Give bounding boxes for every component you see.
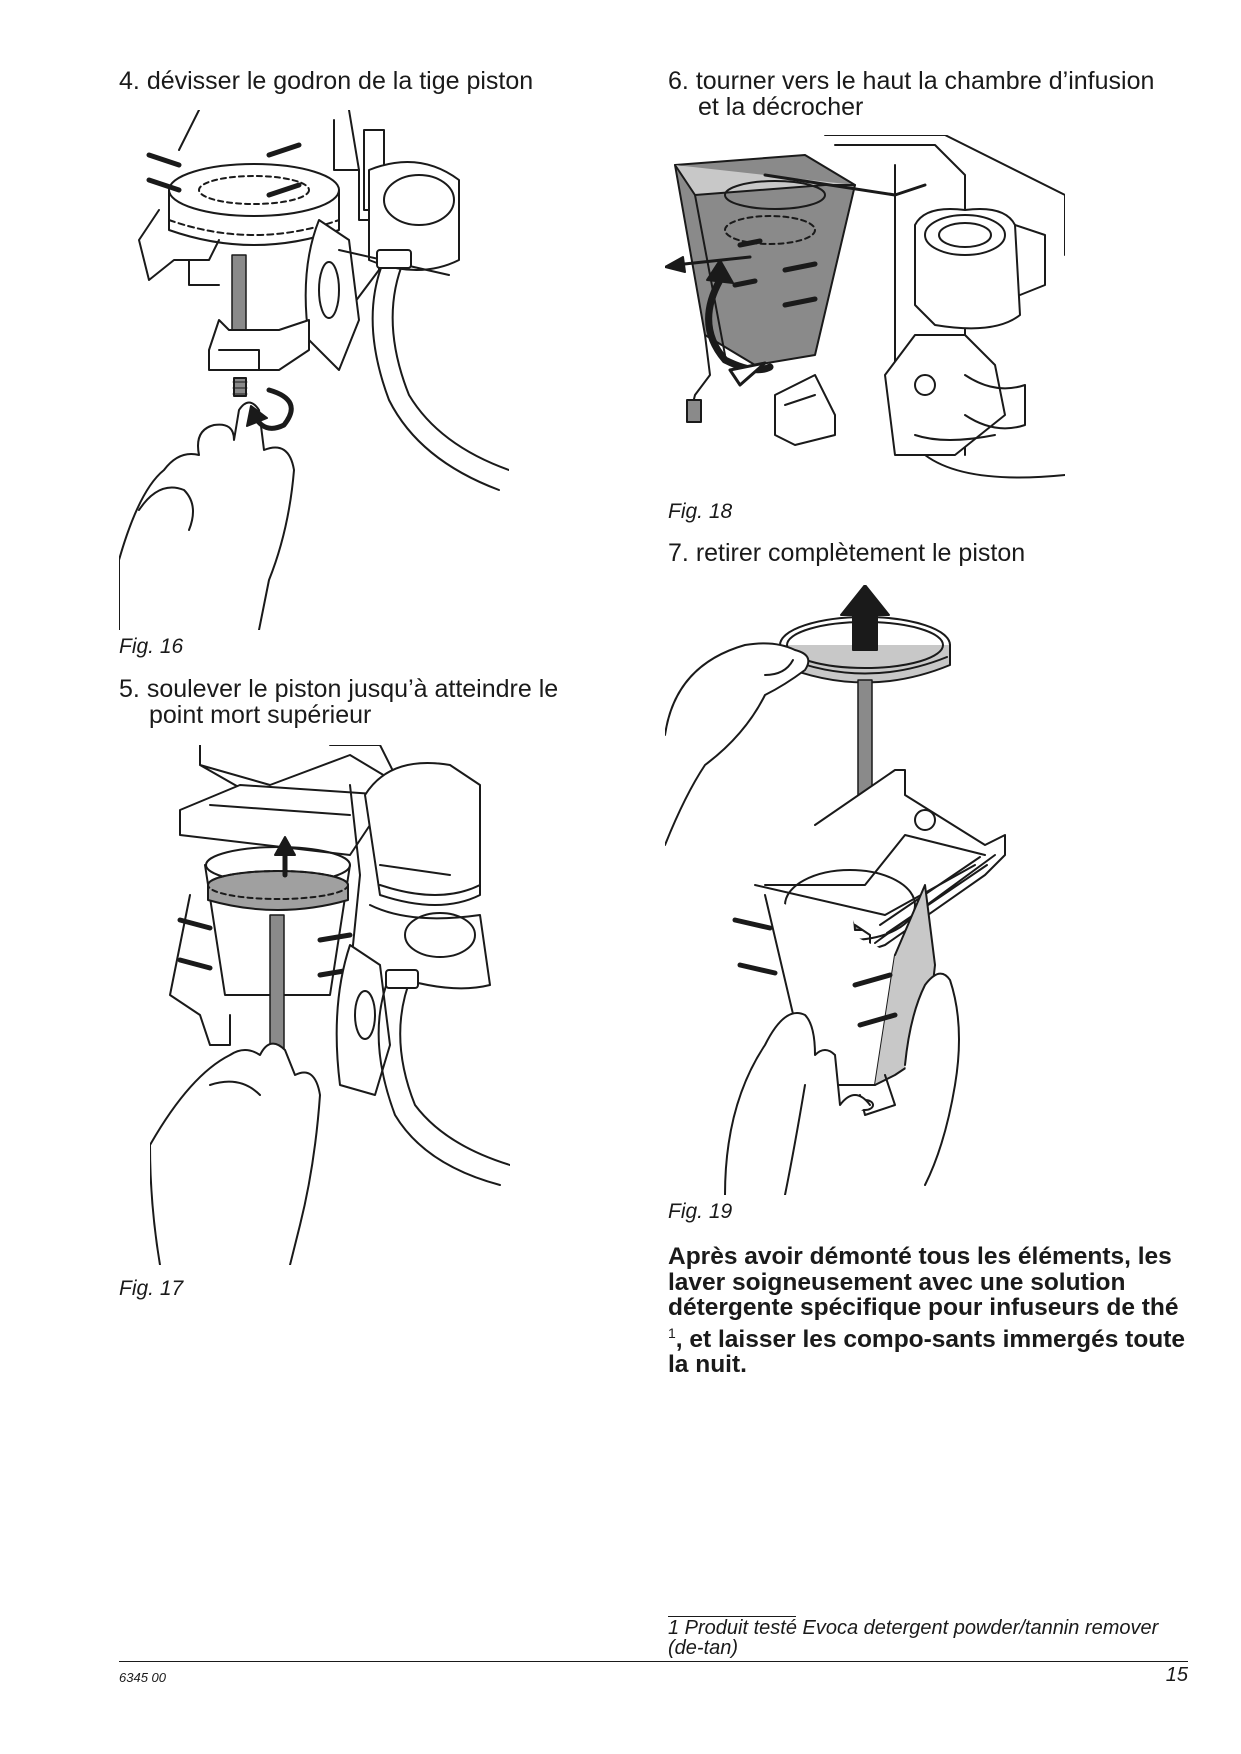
step-4-heading: 4. dévisser le godron de la tige piston [119,68,533,94]
step-7-number: 7. [668,539,689,567]
figure-18-caption: Fig. 18 [668,500,733,523]
document-code: 6345 00 [119,1670,166,1685]
footnote-reference[interactable]: 1 [668,1324,676,1341]
step-6-text-line2: et la décrocher [698,93,864,121]
footnote: 1 Produit testé Evoca detergent powder/t… [668,1617,1159,1659]
step-5-number: 5. [119,675,140,703]
page-number: 15 [1165,1664,1188,1686]
cleaning-note-text-2: , et laisser les compo-sants immergés to… [668,1325,1186,1379]
step-6-heading: 6. tourner vers le haut la chambre d’inf… [668,68,1154,120]
cleaning-note: Après avoir démonté tous les éléments, l… [668,1244,1188,1378]
step-6-number: 6. [668,67,689,95]
cleaning-note-text-1: Après avoir démonté tous les éléments, l… [668,1243,1179,1321]
step-5-text-line2: point mort supérieur [149,701,372,729]
step-4-number: 4. [119,67,140,95]
figure-17-caption: Fig. 17 [119,1277,184,1300]
figure-19-illustration [665,585,1065,1195]
figure-19-caption: Fig. 19 [668,1200,733,1223]
figure-16-illustration [119,110,509,630]
step-5-text-line1: soulever le piston jusqu’à atteindre le [146,675,559,703]
figure-18-illustration [665,135,1065,495]
step-7-text: retirer complètement le piston [695,539,1026,567]
figure-17-illustration [150,745,510,1265]
figure-16-caption: Fig. 16 [119,635,184,658]
footnote-divider [668,1616,796,1617]
step-6-text-line1: tourner vers le haut la chambre d’infusi… [695,67,1155,95]
step-4-text: dévisser le godron de la tige piston [146,67,534,95]
step-7-heading: 7. retirer complètement le piston [668,540,1025,566]
step-5-heading: 5. soulever le piston jusqu’à atteindre … [119,676,558,728]
footer-divider [119,1661,1188,1662]
